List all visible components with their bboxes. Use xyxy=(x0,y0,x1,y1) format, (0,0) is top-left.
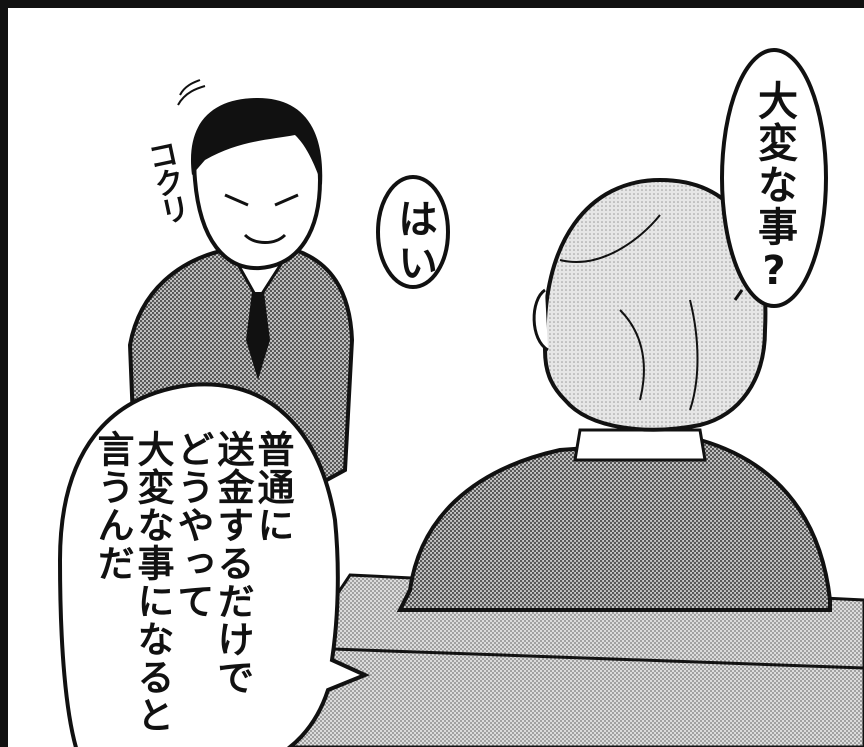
speech-bubble-middle: はい xyxy=(391,198,437,286)
bubble-bottom-left-shape xyxy=(57,382,371,747)
listener-figure xyxy=(396,177,832,612)
bubble-middle-shape xyxy=(376,175,450,289)
bubble-top-right-shape xyxy=(720,48,828,308)
speech-bubble-top-right: 大変な事? xyxy=(751,80,797,296)
speech-bubble-bottom-left: 普通に 送金するだけで どうやって 大変な事になると 言うんだ xyxy=(91,430,294,734)
